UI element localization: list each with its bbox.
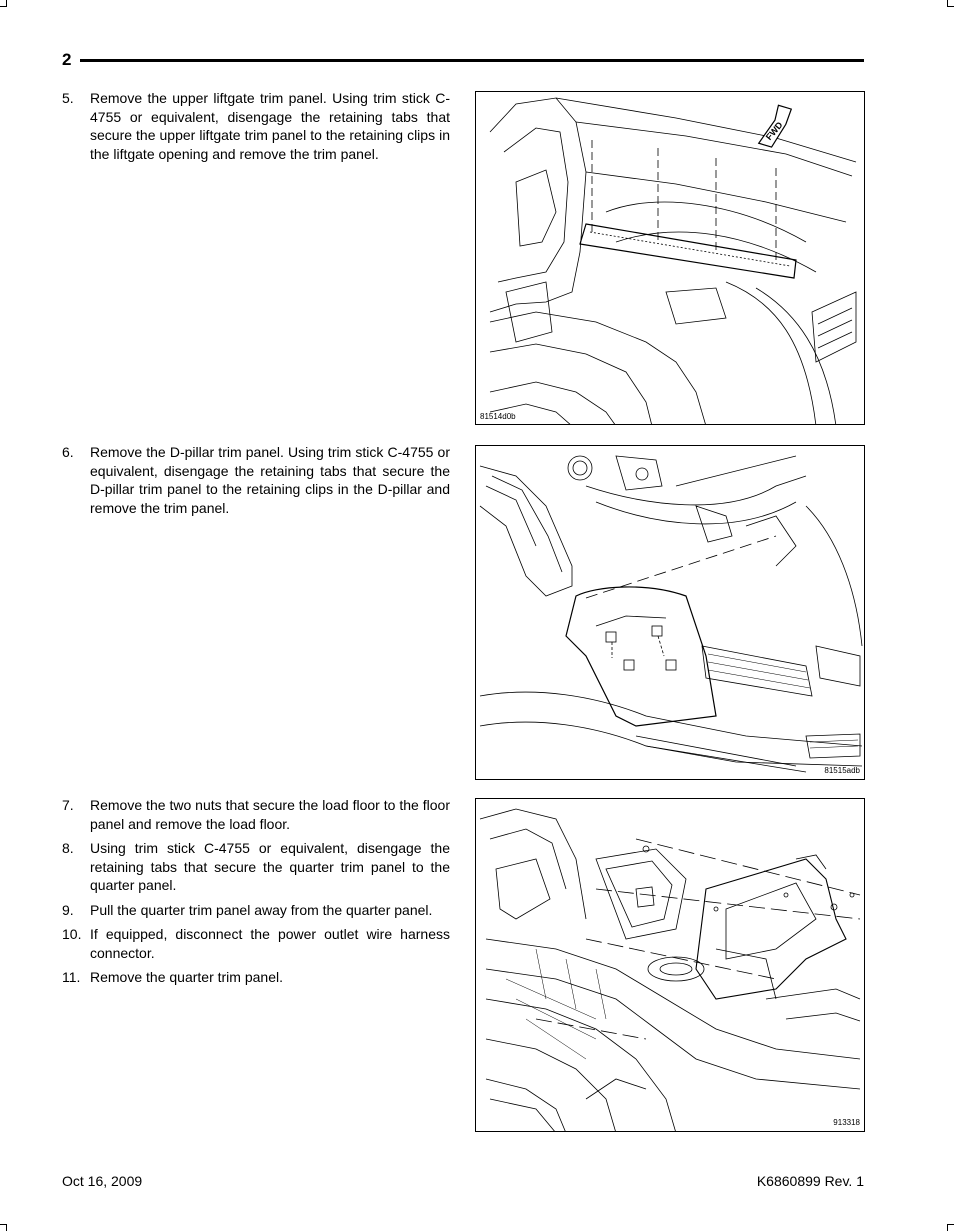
- step-item: 8. Using trim stick C-4755 or equivalent…: [62, 839, 450, 895]
- step-number: 10.: [62, 926, 82, 942]
- step-item: 7. Remove the two nuts that secure the l…: [62, 796, 450, 833]
- page-number: 2: [62, 50, 72, 69]
- step-text: Remove the D-pillar trim panel. Using tr…: [90, 444, 450, 516]
- illustration-upper-liftgate-trim: FWD: [489, 97, 857, 424]
- step-text: Remove the quarter trim panel.: [90, 969, 283, 985]
- step-item: 9. Pull the quarter trim panel away from…: [62, 901, 450, 920]
- step-text: Using trim stick C-4755 or equivalent, d…: [90, 840, 450, 893]
- fwd-arrow-icon: [757, 104, 793, 148]
- step-number: 9.: [62, 901, 74, 918]
- step-item: 10. If equipped, disconnect the power ou…: [62, 925, 450, 962]
- step-item: 6. Remove the D-pillar trim panel. Using…: [62, 443, 450, 517]
- illustration-d-pillar-trim: [479, 455, 863, 773]
- crop-mark-bottom-left: [0, 1224, 7, 1231]
- step-text: Remove the upper liftgate trim panel. Us…: [90, 90, 450, 162]
- crop-mark-bottom-right: [947, 1224, 954, 1231]
- figure-id: 81515adb: [824, 766, 860, 775]
- step-number: 8.: [62, 840, 74, 856]
- crop-mark-top-left: [0, 0, 7, 7]
- header-rule: [80, 59, 864, 62]
- footer-doc-number: K6860899 Rev. 1: [756, 1173, 864, 1189]
- figure-id: 913318: [833, 1118, 860, 1127]
- step-number: 5.: [62, 90, 74, 106]
- step-text: Pull the quarter trim panel away from th…: [90, 901, 433, 918]
- crop-mark-top-right: [947, 0, 954, 7]
- footer-date: Oct 16, 2009: [62, 1173, 143, 1189]
- step-text: Remove the two nuts that secure the load…: [90, 797, 450, 832]
- figure-upper-liftgate-trim: FWD 81514d0b: [475, 91, 865, 425]
- step-list-3: 7. Remove the two nuts that secure the l…: [62, 796, 450, 993]
- step-text: If equipped, disconnect the power outlet…: [90, 926, 450, 961]
- figure-d-pillar-trim: 81515adb: [475, 445, 865, 780]
- step-list-2: 6. Remove the D-pillar trim panel. Using…: [62, 443, 450, 523]
- step-number: 6.: [62, 444, 74, 460]
- step-list-1: 5. Remove the upper liftgate trim panel.…: [62, 89, 450, 169]
- figure-id: 81514d0b: [480, 412, 516, 421]
- step-number: 11.: [62, 969, 81, 985]
- step-item: 5. Remove the upper liftgate trim panel.…: [62, 89, 450, 163]
- illustration-quarter-trim: [479, 808, 861, 1131]
- step-item: 11. Remove the quarter trim panel.: [62, 968, 450, 987]
- step-number: 7.: [62, 797, 74, 813]
- figure-quarter-trim: 913318: [475, 798, 865, 1132]
